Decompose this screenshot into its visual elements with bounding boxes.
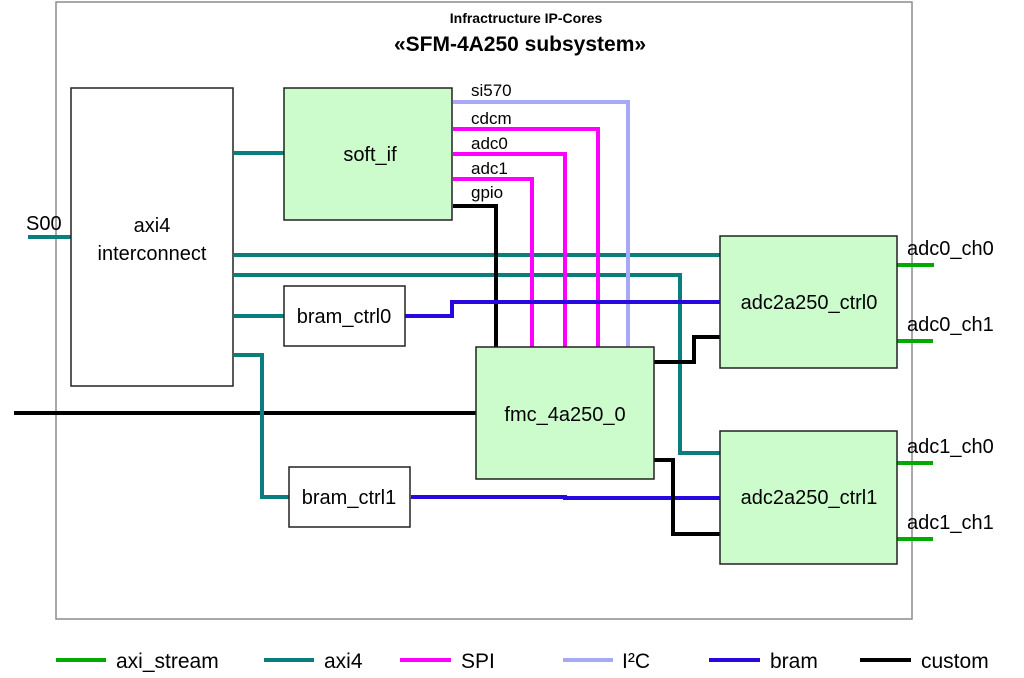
block-fmc-4a250[interactable]: fmc_4a250_0 bbox=[475, 346, 655, 480]
legend-item-i2c: I²C bbox=[563, 650, 650, 673]
block-soft-if[interactable]: soft_if bbox=[283, 87, 453, 221]
adc-ctrl1-label: adc2a250_ctrl1 bbox=[741, 487, 878, 509]
diagram-subtitle: Infractructure IP-Cores bbox=[450, 10, 603, 26]
block-axi4-interconnect[interactable]: axi4 interconnect bbox=[70, 87, 234, 387]
wire-axi4-bram-ctrl1 bbox=[234, 353, 289, 499]
wire-spi-cdcm bbox=[453, 127, 600, 347]
bram-ctrl0-label: bram_ctrl0 bbox=[297, 306, 391, 328]
legend-label: SPI bbox=[461, 650, 495, 673]
interconnect-label-1: axi4 bbox=[134, 215, 171, 237]
bram-ctrl1-label: bram_ctrl1 bbox=[302, 487, 396, 509]
diagram-title: «SFM-4A250 subsystem» bbox=[394, 33, 646, 56]
block-adc2a250-ctrl0[interactable]: adc2a250_ctrl0 bbox=[719, 235, 898, 369]
block-bram-ctrl0[interactable]: bram_ctrl0 bbox=[283, 285, 406, 347]
wire-spi-adc1 bbox=[453, 177, 534, 347]
legend-item-bram: bram bbox=[709, 650, 818, 673]
legend-item-spi: SPI bbox=[400, 650, 495, 673]
block-bram-ctrl1[interactable]: bram_ctrl1 bbox=[288, 466, 411, 528]
wire-custom-fmc-ctrl0 bbox=[654, 335, 720, 364]
port-si570: si570 bbox=[471, 81, 512, 100]
legend-item-axi4: axi4 bbox=[264, 650, 363, 673]
legend-item-custom: custom bbox=[860, 650, 989, 673]
port-adc0-ch1: adc0_ch1 bbox=[907, 314, 994, 336]
port-cdcm: cdcm bbox=[471, 109, 512, 128]
legend-item-axi-stream: axi_stream bbox=[56, 650, 219, 673]
port-adc1-ch0: adc1_ch0 bbox=[907, 436, 994, 458]
wire-bram0 bbox=[405, 300, 720, 318]
interconnect-label-2: interconnect bbox=[98, 243, 207, 265]
legend: axi_stream axi4 SPI I²C bram custom bbox=[56, 650, 989, 673]
legend-label: custom bbox=[921, 650, 989, 673]
legend-label: I²C bbox=[622, 650, 650, 673]
legend-label: bram bbox=[770, 650, 818, 673]
wire-custom-fmc-ctrl1 bbox=[654, 458, 720, 536]
wire-i2c-si570 bbox=[453, 100, 630, 347]
fmc-label: fmc_4a250_0 bbox=[504, 404, 625, 426]
port-adc0-ch0: adc0_ch0 bbox=[907, 238, 994, 260]
block-adc2a250-ctrl1[interactable]: adc2a250_ctrl1 bbox=[719, 430, 898, 565]
soft-if-label: soft_if bbox=[343, 144, 397, 166]
wire-spi-adc0 bbox=[453, 152, 567, 347]
port-adc1: adc1 bbox=[471, 159, 508, 178]
port-s00: S00 bbox=[26, 213, 62, 235]
port-gpio: gpio bbox=[471, 183, 503, 202]
port-adc1-ch1: adc1_ch1 bbox=[907, 512, 994, 534]
port-adc0: adc0 bbox=[471, 134, 508, 153]
legend-label: axi_stream bbox=[116, 650, 219, 673]
legend-label: axi4 bbox=[324, 650, 363, 673]
subsystem-frame bbox=[55, 1, 913, 620]
adc-ctrl0-label: adc2a250_ctrl0 bbox=[741, 292, 878, 314]
wire-bram1 bbox=[411, 495, 720, 500]
